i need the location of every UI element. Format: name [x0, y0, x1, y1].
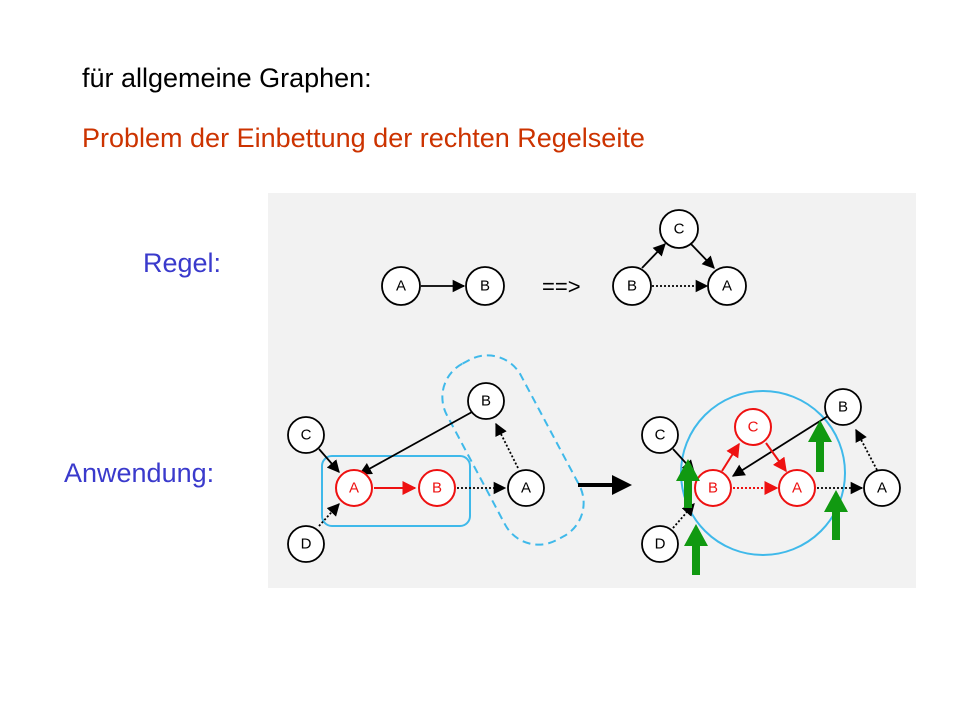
rule-node-b-label: B: [480, 278, 490, 295]
subtitle: Problem der Einbettung der rechten Regel…: [82, 123, 645, 153]
edge2-d-b-dotted: [672, 503, 695, 529]
green-arrow-up-icon: [684, 524, 708, 575]
edge2-b-c-red: [721, 442, 740, 472]
node2-c: [641, 416, 679, 454]
node2-a: [863, 469, 901, 507]
node-b-red-label: B: [432, 480, 442, 497]
rule-right-graph: C B A: [612, 209, 747, 306]
node-a-red-label: A: [349, 480, 359, 497]
node-b: [467, 382, 505, 420]
node2-b-label: B: [838, 399, 848, 416]
rule-node-a: [381, 266, 421, 306]
node2-a-red-label: A: [792, 480, 802, 497]
rule-node-a2: [707, 266, 747, 306]
node-c-label: C: [301, 427, 312, 444]
node-b-red: [418, 469, 456, 507]
rule-left-graph: A B: [381, 266, 505, 306]
rule-node-b2: [612, 266, 652, 306]
rule-label: Regel:: [143, 248, 222, 278]
node2-c-label: C: [655, 427, 666, 444]
node-a: [507, 469, 545, 507]
rule-node-a-label: A: [396, 278, 406, 295]
node-d-label: D: [301, 536, 312, 553]
node2-d: [641, 525, 679, 563]
node2-b: [824, 388, 862, 426]
application-transform-arrow: [578, 475, 632, 495]
green-arrow-up-icon: [824, 490, 848, 540]
rule-node-c-label: C: [674, 221, 685, 238]
context-highlight-dashed: [441, 354, 585, 546]
edge-d-a-dotted: [318, 503, 340, 527]
rule-edge-b-c: [641, 243, 666, 269]
node-c: [287, 416, 325, 454]
green-arrows: [676, 420, 848, 575]
node-b-label: B: [481, 393, 491, 410]
edge-b-a: [358, 411, 473, 475]
rule-node-b: [465, 266, 505, 306]
title: für allgemeine Graphen:: [82, 63, 372, 93]
node-d: [287, 525, 325, 563]
node2-c-red-label: C: [748, 419, 759, 436]
rule-edge-c-a: [690, 243, 715, 269]
edge2-b-b: [731, 415, 829, 477]
rule-transform-arrow: ==>: [542, 274, 581, 299]
node2-b-red: [694, 469, 732, 507]
node2-b-red-label: B: [708, 480, 718, 497]
edge2-c-a-red: [765, 442, 787, 473]
application-before-graph: C A B A B D: [287, 354, 585, 563]
match-highlight-box: [321, 455, 471, 527]
rule-node-a2-label: A: [722, 278, 732, 295]
edge2-a-b-dotted: [855, 428, 878, 471]
edge-c-a: [318, 448, 340, 473]
rule-node-b2-label: B: [627, 278, 637, 295]
node-a-red: [335, 469, 373, 507]
application-after-graph: C B A C B A D: [641, 388, 901, 575]
node2-d-label: D: [655, 536, 666, 553]
edge-a-b-dotted: [495, 422, 519, 469]
green-arrow-up-icon: [808, 420, 832, 472]
application-label: Anwendung:: [64, 458, 215, 488]
node-a-label: A: [521, 480, 531, 497]
node2-c-red: [734, 408, 772, 446]
node2-a-red: [778, 469, 816, 507]
diagram-panel: [268, 193, 916, 588]
green-arrow-up-icon: [676, 459, 700, 508]
node2-a-label: A: [877, 480, 887, 497]
rule-node-c: [659, 209, 699, 249]
